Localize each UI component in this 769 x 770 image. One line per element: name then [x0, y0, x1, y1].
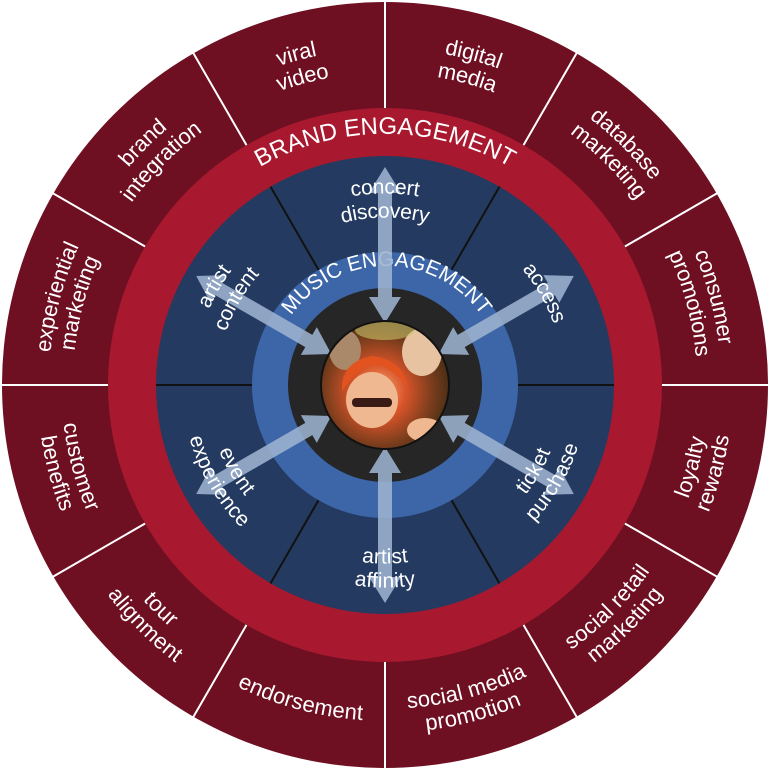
outer-divider: [192, 624, 248, 719]
outer-divider: [522, 624, 578, 719]
arrow-concert-discovery: [369, 167, 401, 323]
crowd-photo: [320, 320, 450, 450]
outer-divider: [51, 522, 146, 578]
outer-divider: [624, 192, 719, 248]
outer-divider: [51, 192, 146, 248]
arrow-event-experience: [196, 415, 332, 495]
outer-divider: [624, 522, 719, 578]
arrow-ticket-purchase: [438, 415, 574, 495]
arrow-artist-content: [196, 275, 332, 355]
outer-divider: [522, 51, 578, 146]
arrow-artist-affinity: [369, 447, 401, 603]
outer-divider: [192, 51, 248, 146]
inner-label-line: affinity: [354, 567, 417, 592]
inner-label-line: artist: [361, 544, 409, 568]
arrow-access: [438, 275, 574, 355]
engagement-arrows: [196, 167, 574, 603]
